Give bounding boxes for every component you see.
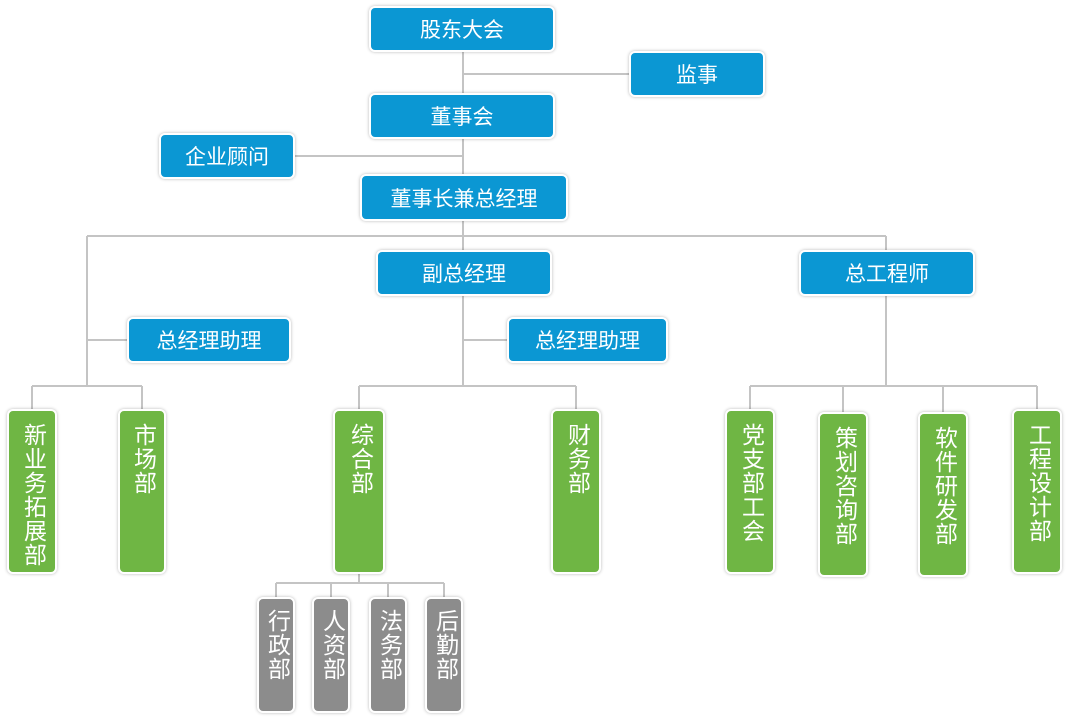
general-affairs-department-box: 综合部 [333,409,385,574]
corporate-advisor-box: 企业顾问 [159,133,295,179]
software-development-department-box: 软件研发部 [918,412,968,577]
gm-assistant-middle-box: 总经理助理 [507,317,668,363]
new-business-department-box: 新业务拓展部 [7,409,57,574]
planning-consulting-department-label: 策划咨询部 [830,426,857,546]
party-union-department-label: 党支部工会 [737,423,764,543]
marketing-department-box: 市场部 [118,409,166,574]
human-resources-subdepartment-label: 人资部 [318,609,345,681]
party-union-department-box: 党支部工会 [725,409,775,574]
finance-department-label: 财务部 [563,423,590,495]
supervisor-box: 监事 [629,51,765,97]
gm-assistant-left-box: 总经理助理 [127,317,291,363]
board-of-directors-box: 董事会 [369,93,555,139]
marketing-department-label: 市场部 [129,423,156,495]
logistics-subdepartment-box: 后勤部 [425,597,463,713]
software-development-department-label: 软件研发部 [930,426,957,546]
shareholders-meeting-box: 股东大会 [369,6,555,52]
planning-consulting-department-box: 策划咨询部 [818,412,868,577]
human-resources-subdepartment-box: 人资部 [312,597,350,713]
chief-engineer-box: 总工程师 [799,250,975,296]
engineering-design-department-box: 工程设计部 [1012,409,1062,574]
logistics-subdepartment-label: 后勤部 [431,609,458,681]
deputy-general-manager-box: 副总经理 [376,250,552,296]
legal-subdepartment-box: 法务部 [369,597,407,713]
administration-subdepartment-label: 行政部 [263,609,290,681]
administration-subdepartment-box: 行政部 [257,597,295,713]
chairman-general-manager-box: 董事长兼总经理 [360,174,568,221]
new-business-department-label: 新业务拓展部 [19,423,46,567]
legal-subdepartment-label: 法务部 [375,609,402,681]
engineering-design-department-label: 工程设计部 [1024,423,1051,543]
finance-department-box: 财务部 [551,409,601,574]
general-affairs-department-label: 综合部 [346,423,373,495]
